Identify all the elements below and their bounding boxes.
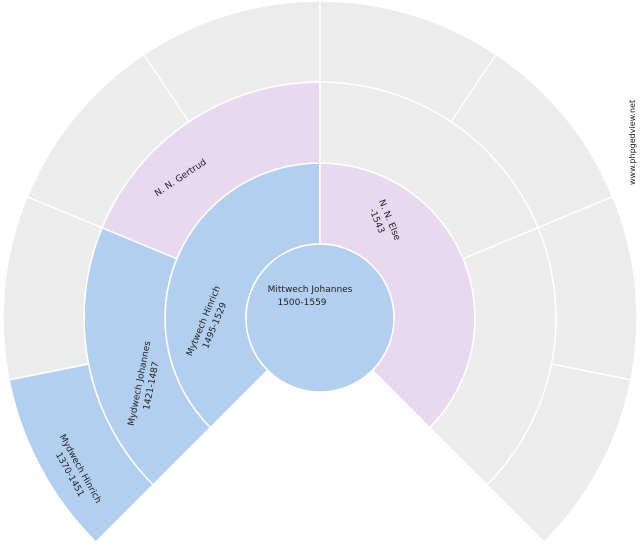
root-dates: 1500-1559 [277,298,326,308]
watermark: www.phpgedview.net [628,100,637,185]
root-name: Mittwech Johannes [268,285,353,295]
segment-empty-g3-s7 [485,363,632,544]
watermark-text: www.phpgedview.net [628,100,637,185]
person-root[interactable]: Mittwech Johannes 1500-1559 [268,285,353,308]
segment-root[interactable] [245,243,395,393]
